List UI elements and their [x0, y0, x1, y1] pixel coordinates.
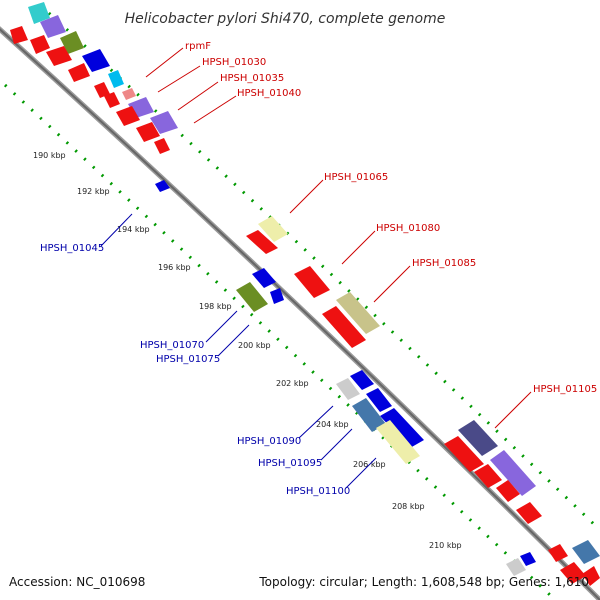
gene-feature [506, 558, 526, 576]
leader-line-blue [345, 457, 377, 489]
gene-label-hpsh-01065: HPSH_01065 [324, 172, 388, 183]
gene-label-hpsh-01105: HPSH_01105 [533, 384, 597, 395]
scale-tick-label: 198 kbp [199, 302, 232, 311]
leader-line-red [373, 265, 411, 303]
gene-feature [322, 306, 366, 348]
gene-feature [136, 122, 160, 142]
gene-feature [30, 35, 50, 54]
gene-label-hpsh-01075: HPSH_01075 [156, 354, 220, 365]
gene-label-hpsh-01095: HPSH_01095 [258, 458, 322, 469]
gene-feature [252, 268, 276, 288]
scale-tick-label: 208 kbp [392, 502, 425, 511]
outer-dotted-track [38, 3, 600, 532]
leader-line-blue [217, 324, 250, 357]
gene-label-hpsh-01100: HPSH_01100 [286, 486, 350, 497]
scale-tick-label: 192 kbp [77, 187, 110, 196]
gene-feature [458, 420, 498, 456]
leader-line-red [341, 230, 376, 265]
genome-backbone [0, 26, 600, 600]
gene-feature [104, 92, 120, 108]
leader-line-red [193, 95, 237, 124]
scale-tick-label: 210 kbp [429, 541, 462, 550]
gene-feature [94, 82, 110, 98]
gene-feature [294, 266, 330, 298]
inner-dotted-track [3, 83, 552, 597]
gene-feature [572, 540, 600, 564]
gene-feature [60, 31, 84, 54]
gene-feature [490, 450, 536, 496]
gene-feature [520, 552, 536, 566]
leader-line-red [494, 391, 532, 429]
map-title: Helicobacter pylori Shi470, complete gen… [125, 11, 446, 27]
gene-feature [352, 398, 386, 432]
gene-label-hpsh-01030: HPSH_01030 [202, 57, 266, 68]
gene-feature [150, 111, 178, 134]
gene-feature [236, 282, 268, 312]
gene-feature [336, 378, 360, 400]
gene-label-hpsh-01070: HPSH_01070 [140, 340, 204, 351]
gene-feature [474, 464, 502, 488]
gene-label-hpsh-01090: HPSH_01090 [237, 436, 301, 447]
leader-line-blue [100, 213, 133, 247]
gene-feature [108, 70, 124, 88]
leader-line-red [289, 179, 324, 214]
gene-feature [366, 388, 392, 412]
leader-line-blue [205, 310, 238, 343]
gene-feature [444, 436, 484, 472]
gene-feature [46, 46, 72, 66]
leader-line-blue [298, 405, 334, 439]
gene-feature [336, 292, 380, 334]
gene-label-hpsh-01080: HPSH_01080 [376, 223, 440, 234]
gene-feature [154, 138, 170, 154]
scale-tick-label: 190 kbp [33, 151, 66, 160]
gene-feature [40, 15, 66, 38]
gene-feature [28, 2, 50, 24]
leader-line-red [157, 65, 201, 93]
gene-feature [246, 230, 278, 254]
gene-feature [68, 63, 90, 82]
leader-line-red [145, 47, 184, 78]
gene-feature [516, 502, 542, 524]
gene-feature [82, 49, 110, 72]
gene-label-hpsh-01040: HPSH_01040 [237, 88, 301, 99]
gene-label-hpsh-01035: HPSH_01035 [220, 73, 284, 84]
gene-feature [560, 562, 586, 584]
gene-feature [380, 408, 424, 448]
gene-feature [122, 88, 136, 100]
scale-ticks: 190 kbp 192 kbp 194 kbp 196 kbp 198 kbp … [33, 151, 462, 550]
gene-feature [10, 26, 28, 44]
gene-feature [376, 420, 420, 464]
scale-tick-label: 194 kbp [117, 225, 150, 234]
gene-feature [496, 480, 520, 502]
backbone-curve-highlight [0, 28, 600, 600]
gene-label-rpmf: rpmF [185, 41, 211, 52]
leader-line-red [177, 81, 219, 111]
gene-feature [155, 180, 170, 192]
gene-feature [258, 216, 288, 242]
dotted-tracks [3, 3, 600, 597]
topology-text: Topology: circular; Length: 1,608,548 bp… [258, 575, 589, 589]
gene-labels: rpmF HPSH_01030 HPSH_01035 HPSH_01040 HP… [40, 41, 597, 497]
gene-label-hpsh-01045: HPSH_01045 [40, 243, 104, 254]
gene-features [10, 2, 600, 586]
gene-feature [548, 544, 568, 562]
gene-feature [582, 566, 600, 586]
leader-line-blue [320, 428, 353, 461]
scale-tick-label: 200 kbp [238, 341, 271, 350]
gene-feature [350, 370, 374, 390]
gene-feature [116, 106, 140, 126]
scale-tick-label: 204 kbp [316, 420, 349, 429]
scale-tick-label: 196 kbp [158, 263, 191, 272]
gene-feature [270, 288, 284, 304]
gene-label-hpsh-01085: HPSH_01085 [412, 258, 476, 269]
leader-lines [100, 47, 532, 489]
accession-text: Accession: NC_010698 [9, 575, 145, 589]
scale-tick-label: 202 kbp [276, 379, 309, 388]
